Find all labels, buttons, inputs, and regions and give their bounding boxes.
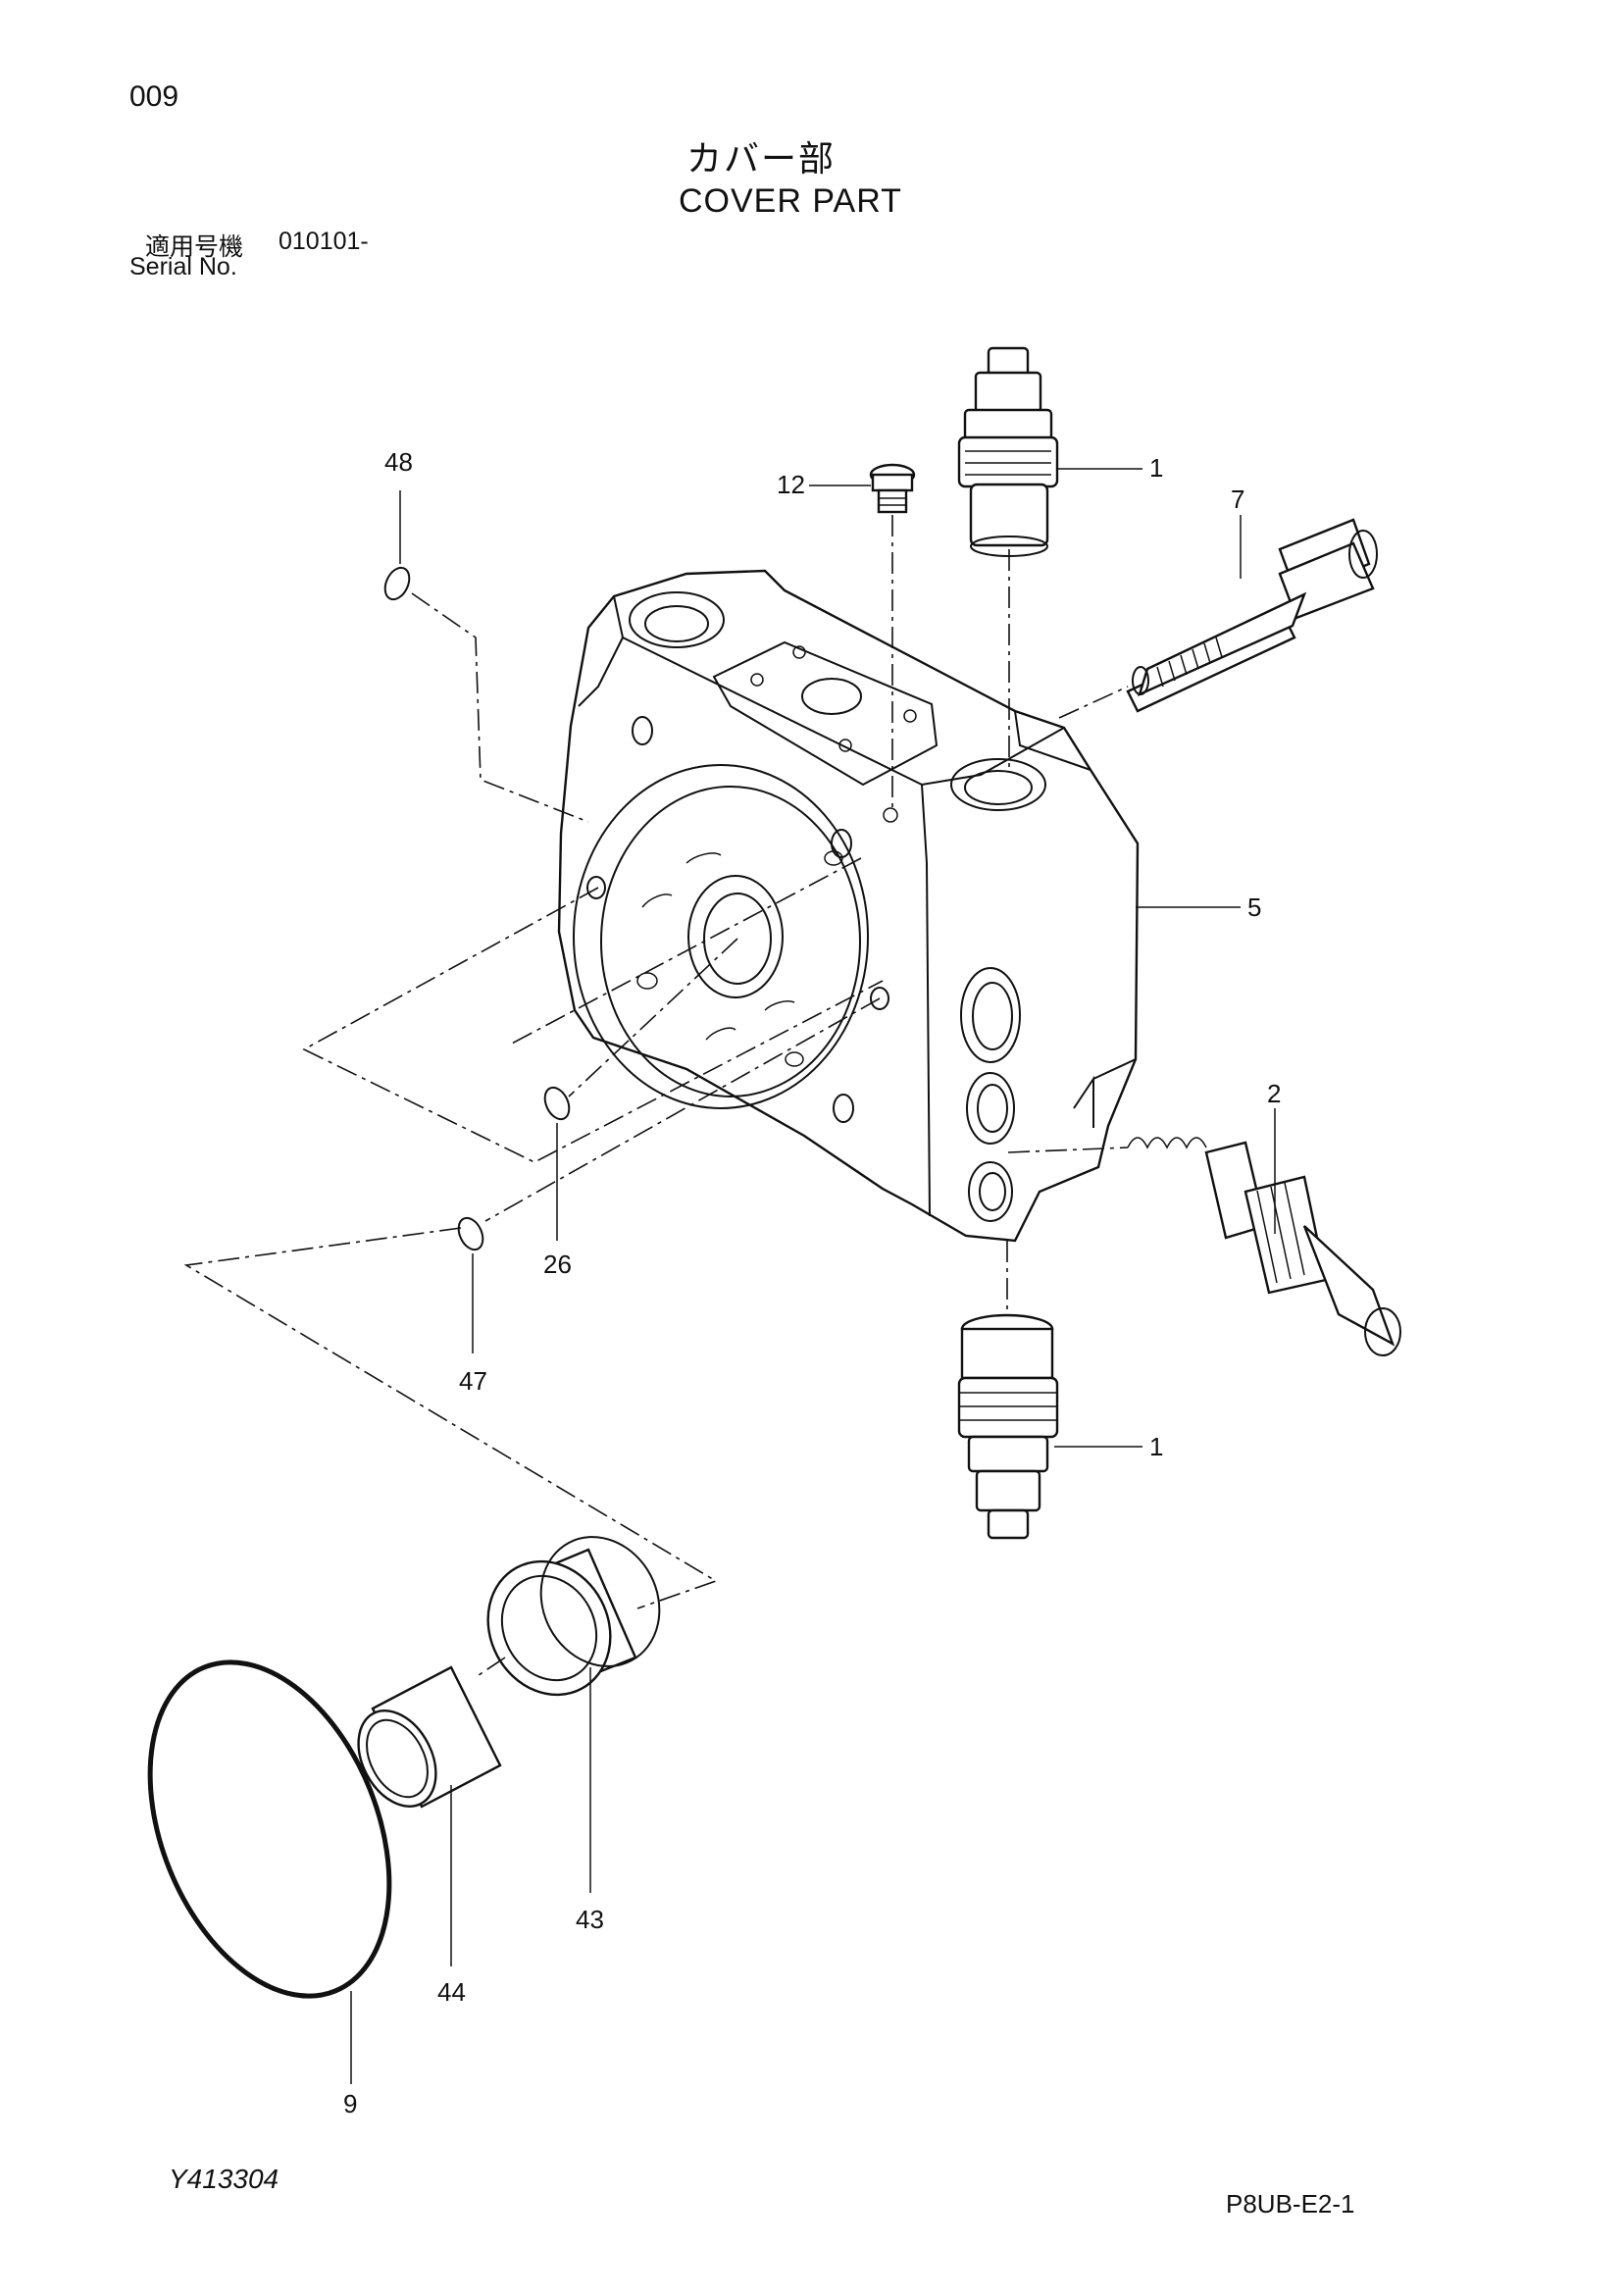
relief-valve-top-part xyxy=(957,346,1059,557)
serial-number-range: 010101- xyxy=(279,228,369,255)
serial-label-english: Serial No. xyxy=(129,253,237,281)
callout-part-5: 5 xyxy=(1247,893,1261,922)
o-ring-part-48 xyxy=(383,566,411,601)
assembly-center-lines xyxy=(183,515,1129,1678)
large-o-ring-part-9 xyxy=(147,1659,392,1999)
serial-label-japanese: 適用号機 xyxy=(145,232,244,261)
relief-valve-bottom-part xyxy=(957,1313,1059,1540)
relief-valve-side-part xyxy=(1127,1137,1401,1356)
callout-part-1-top: 1 xyxy=(1149,453,1163,483)
callout-part-47: 47 xyxy=(459,1366,487,1396)
callout-part-12: 12 xyxy=(777,470,805,499)
bushing-part-44 xyxy=(357,1665,502,1809)
o-ring-part-47 xyxy=(457,1216,484,1251)
bolt-part-7 xyxy=(1126,518,1378,713)
callout-part-9: 9 xyxy=(343,2089,357,2118)
callout-part-26: 26 xyxy=(543,1250,572,1279)
callout-part-43: 43 xyxy=(576,1905,604,1934)
sheet-code: P8UB-E2-1 xyxy=(1226,2189,1355,2219)
callout-part-2: 2 xyxy=(1267,1079,1281,1108)
cover-housing-part xyxy=(557,569,1140,1243)
ring-part-43 xyxy=(486,1536,661,1697)
title-english: COVER PART xyxy=(679,182,902,220)
drawing-number: Y413304 xyxy=(169,2164,279,2194)
callout-leader-lines xyxy=(350,468,1276,2084)
o-ring-part-26 xyxy=(543,1086,571,1121)
callout-part-1-bottom: 1 xyxy=(1149,1432,1163,1461)
callout-part-44: 44 xyxy=(437,1977,466,2007)
callout-part-48: 48 xyxy=(384,447,413,477)
plug-part-12 xyxy=(869,463,916,514)
title-japanese: カバー部 xyxy=(686,139,837,179)
page-number: 009 xyxy=(129,80,179,113)
callout-part-7: 7 xyxy=(1231,485,1244,514)
